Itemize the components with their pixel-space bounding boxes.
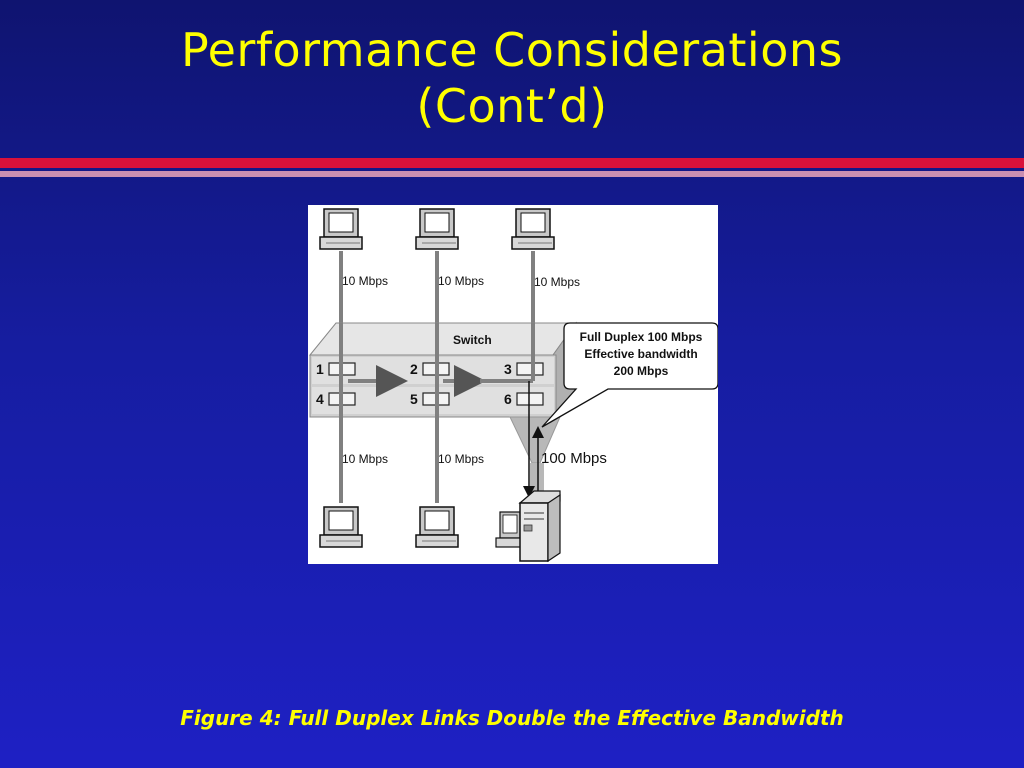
- server-link-speed-label: 100 Mbps: [541, 450, 607, 467]
- slide-title: Performance Considerations (Cont’d): [0, 22, 1024, 134]
- port-number: 1: [316, 361, 324, 377]
- title-line-2: (Cont’d): [416, 79, 608, 133]
- callout-line-1: Full Duplex 100 Mbps: [580, 330, 703, 344]
- pc-icon: [415, 506, 459, 548]
- pc-icon: [511, 208, 555, 250]
- port-number: 4: [316, 391, 324, 407]
- switch-label: Switch: [453, 333, 492, 347]
- title-divider-red: [0, 158, 1024, 168]
- bandwidth-callout: Full Duplex 100 Mbps Effective bandwidth…: [541, 322, 718, 428]
- port-number: 2: [410, 361, 418, 377]
- title-line-1: Performance Considerations: [181, 23, 843, 77]
- network-diagram-svg: 10 Mbps 10 Mbps 10 Mbps Switch 1 2 3 4 5…: [308, 208, 718, 563]
- callout-line-2: Effective bandwidth: [584, 347, 697, 361]
- link-speed-label: 10 Mbps: [438, 452, 484, 466]
- port-number: 3: [504, 361, 512, 377]
- pc-icon: [415, 208, 459, 250]
- server-icon: [495, 490, 561, 563]
- pc-icon: [319, 208, 363, 250]
- link-speed-label: 10 Mbps: [534, 275, 580, 289]
- link-speed-label: 10 Mbps: [438, 274, 484, 288]
- network-diagram: 10 Mbps 10 Mbps 10 Mbps Switch 1 2 3 4 5…: [308, 205, 718, 564]
- callout-line-3: 200 Mbps: [614, 364, 669, 378]
- port-icon: [516, 362, 544, 376]
- title-divider-pink: [0, 171, 1024, 177]
- link-speed-label: 10 Mbps: [342, 452, 388, 466]
- port-icon: [516, 392, 544, 406]
- port-number: 5: [410, 391, 418, 407]
- figure-caption: Figure 4: Full Duplex Links Double the E…: [180, 706, 844, 730]
- pc-icon: [319, 506, 363, 548]
- port-number: 6: [504, 391, 512, 407]
- link-speed-label: 10 Mbps: [342, 274, 388, 288]
